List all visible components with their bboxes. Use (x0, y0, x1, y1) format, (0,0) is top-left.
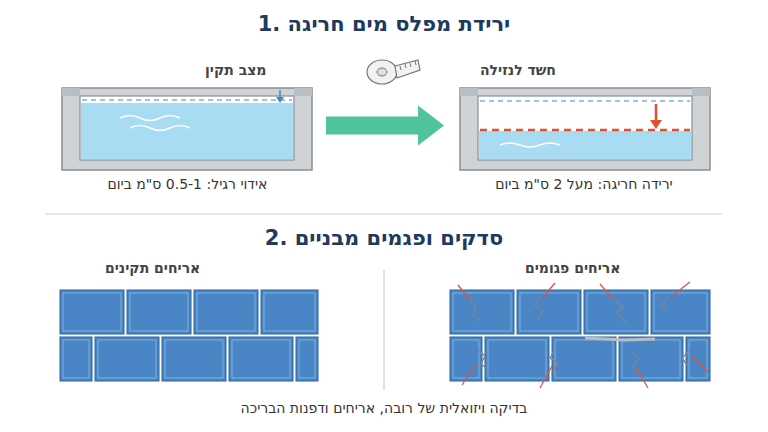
tile-bevel (555, 340, 613, 378)
tile-wall-good (60, 290, 318, 381)
tile (619, 337, 683, 381)
column-divider (384, 270, 385, 390)
tile (261, 290, 318, 334)
tile-bevel (98, 340, 156, 378)
tile (162, 337, 226, 381)
cracks (470, 296, 690, 375)
tile-bevel (689, 340, 707, 378)
section-divider (45, 214, 722, 215)
pool-normal (62, 88, 312, 170)
panel-heading: אריחים פגומים (525, 260, 620, 276)
tile-bevel (299, 340, 315, 378)
pool-leak (460, 88, 710, 170)
tile-panel: אריחים תקינים (55, 258, 323, 386)
tile (194, 290, 258, 334)
tile (651, 290, 710, 334)
tile-bevel (622, 340, 680, 378)
tile-bevel (488, 340, 546, 378)
tile (485, 337, 549, 381)
tile-bevel (587, 293, 645, 331)
panel-heading: מצב תקין (205, 62, 266, 78)
tile (686, 337, 710, 381)
tile-bevel (63, 293, 121, 331)
section-title: 1. ירידת מפלס מים חריגה (258, 12, 511, 36)
tile-bevel (232, 340, 290, 378)
transition-arrow (326, 106, 444, 146)
tile-bevel (520, 293, 578, 331)
tile-wall-damaged (450, 290, 710, 381)
tile (60, 290, 124, 334)
panel-heading: חשד לנזילה (480, 62, 556, 78)
pool-panel: חשד לנזילה ירידה חריגה: מעל 2 ס"מ ביום (450, 58, 718, 203)
tile (517, 290, 581, 334)
panel-heading: אריחים תקינים (105, 260, 200, 276)
tile (95, 337, 159, 381)
tile-bevel (130, 293, 188, 331)
tile (584, 290, 648, 334)
tile-bevel (453, 340, 479, 378)
tile-bevel (453, 293, 511, 331)
tile-bevel (165, 340, 223, 378)
tile (450, 337, 482, 381)
tile-bevel (264, 293, 315, 331)
section-caption: בדיקה ויזואלית של רובה, אריחים ודפנות הב… (241, 400, 528, 416)
tile-bevel (197, 293, 255, 331)
tile (450, 290, 514, 334)
section-title: 2. סדקים ופגמים מבניים (265, 226, 503, 250)
panel-caption: אידוי רגיל: 0.5-1 ס"מ ביום (108, 176, 268, 192)
pool-panel: מצב תקין אידוי רגיל: 0.5-1 ס"מ ביום (55, 58, 320, 203)
crack-arrows (458, 282, 708, 388)
tile-panel: אריחים פגומים (445, 258, 715, 386)
tape-icon (367, 60, 420, 84)
tile (229, 337, 293, 381)
tile (127, 290, 191, 334)
tile-bevel (63, 340, 89, 378)
tile (60, 337, 92, 381)
tile (552, 337, 616, 381)
tile (296, 337, 318, 381)
tile-bevel (654, 293, 707, 331)
panel-caption: ירידה חריגה: מעל 2 ס"מ ביום (495, 176, 673, 192)
